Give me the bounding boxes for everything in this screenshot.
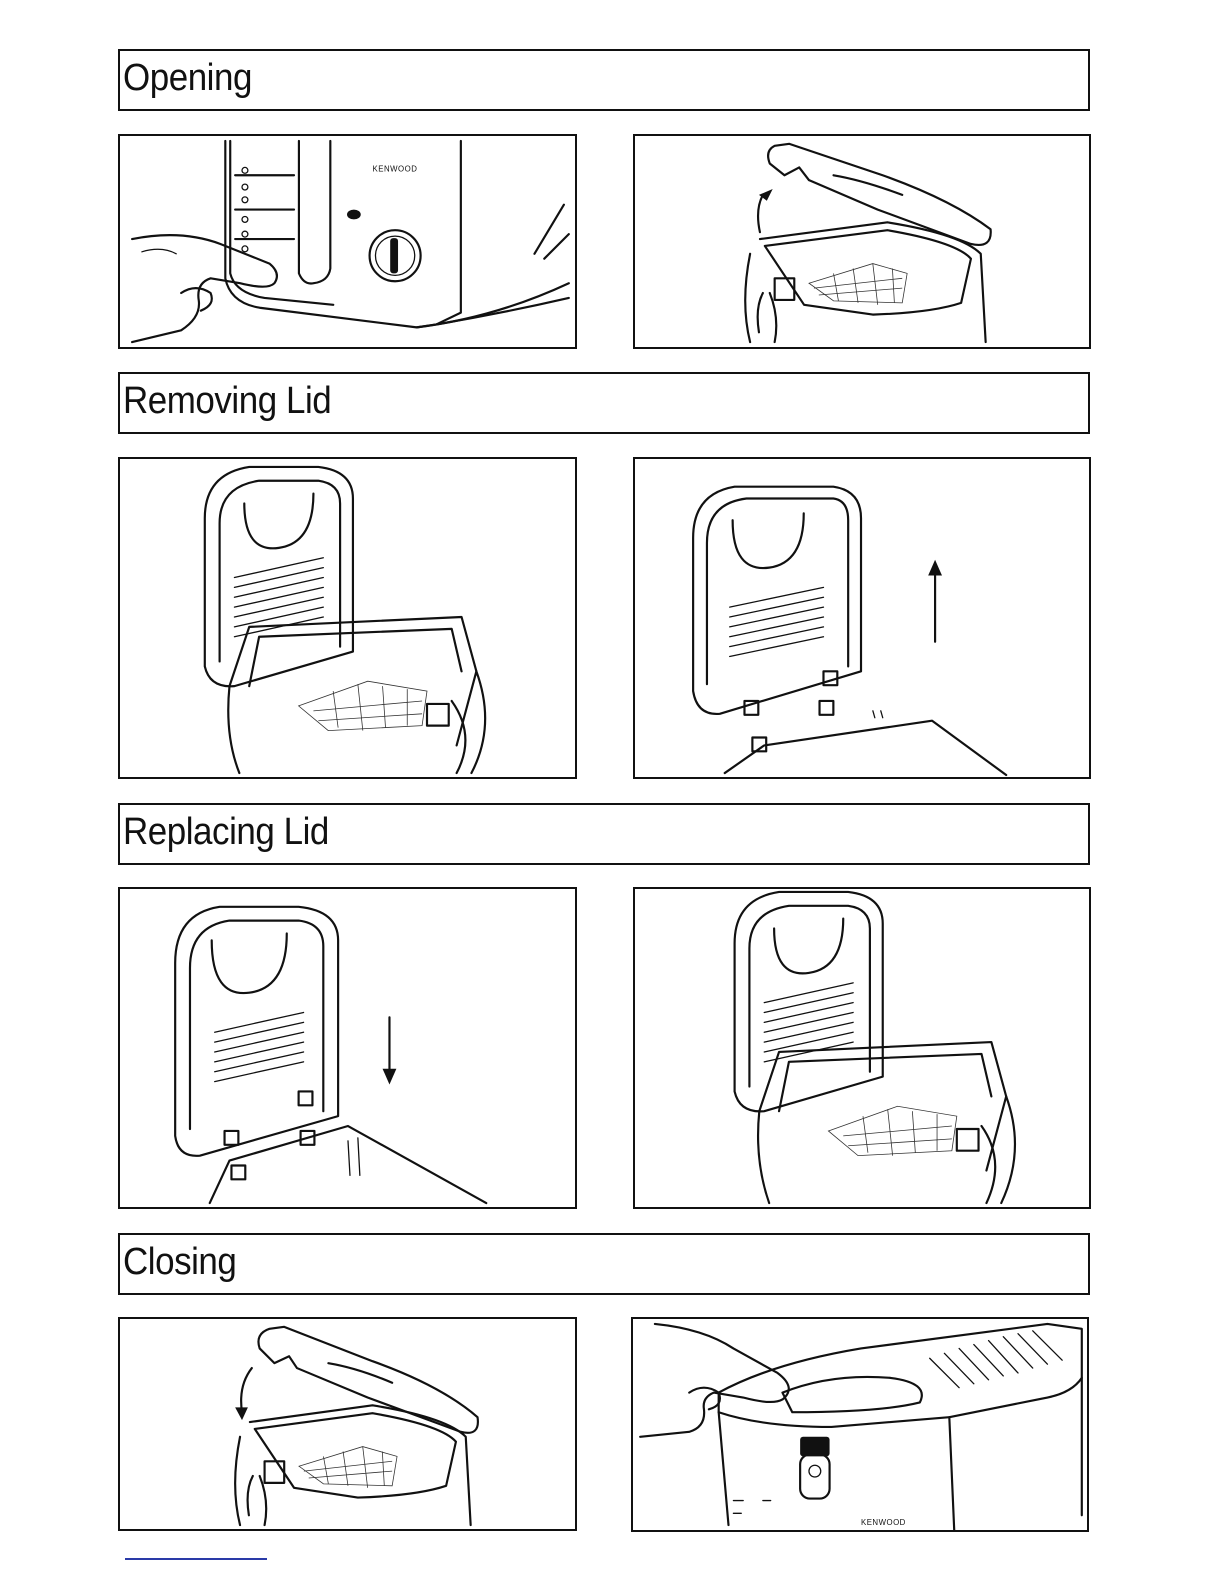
illustration-lid-closing	[118, 1317, 577, 1531]
illustration-lid-open-upright	[118, 457, 577, 779]
section-title: Closing	[123, 1241, 236, 1284]
illustration-lid-lowering	[118, 887, 577, 1209]
illustration-press-lid-closed: KENWOOD	[631, 1317, 1089, 1532]
section-title: Removing Lid	[123, 380, 331, 423]
illustration-lid-opening	[633, 134, 1091, 349]
press-lid-illustration: KENWOOD	[633, 1319, 1087, 1530]
section-header-removing-lid: Removing Lid	[118, 372, 1090, 434]
illustration-lid-lifting-off	[633, 457, 1091, 779]
lid-upright-illustration	[120, 459, 575, 777]
illustration-lid-attached	[633, 887, 1091, 1209]
footer-rule	[125, 1558, 267, 1560]
section-title: Opening	[123, 57, 252, 100]
lid-lowering-illustration	[120, 889, 575, 1207]
lid-lifting-illustration	[635, 459, 1089, 777]
lid-opening-illustration	[635, 136, 1089, 347]
section-header-replacing-lid: Replacing Lid	[118, 803, 1090, 865]
lid-attached-illustration	[635, 889, 1089, 1207]
illustration-press-release-button: KENWOOD	[118, 134, 577, 349]
brand-label: KENWOOD	[373, 164, 418, 173]
lid-closing-illustration	[120, 1319, 575, 1529]
fryer-front-illustration: KENWOOD	[120, 136, 575, 347]
section-title: Replacing Lid	[123, 811, 329, 854]
section-header-closing: Closing	[118, 1233, 1090, 1295]
section-header-opening: Opening	[118, 49, 1090, 111]
brand-label: KENWOOD	[861, 1518, 906, 1527]
